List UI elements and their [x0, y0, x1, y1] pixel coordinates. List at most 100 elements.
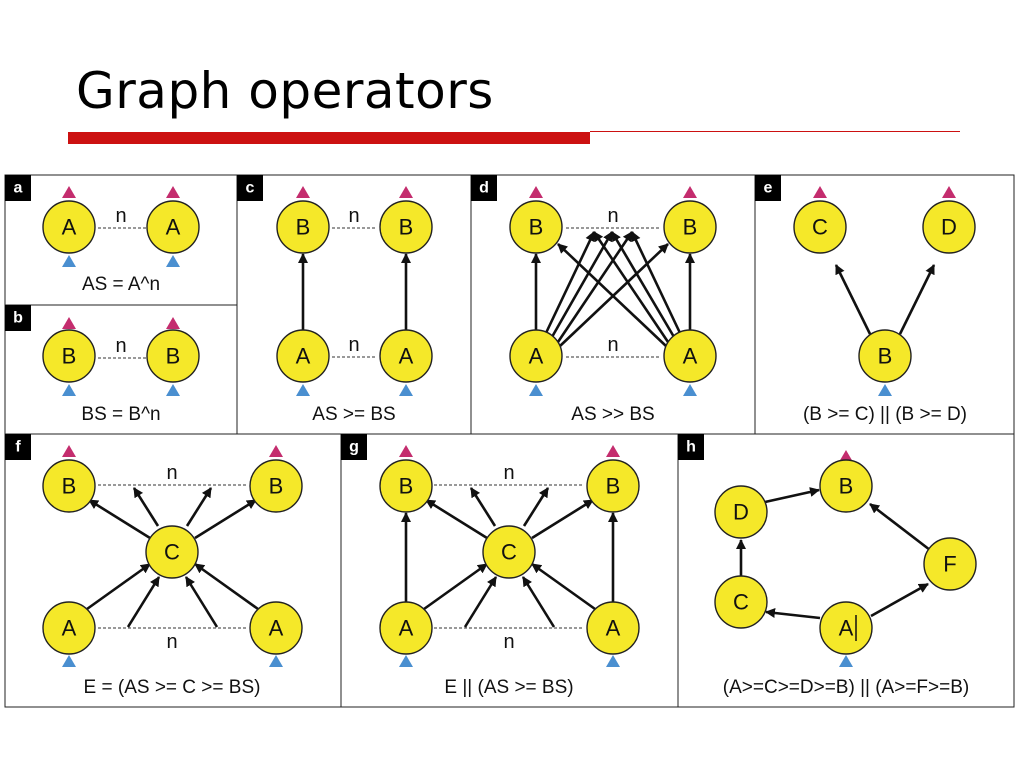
- svg-text:A: A: [269, 616, 284, 641]
- panel-d-node-b1: B: [509, 200, 563, 254]
- svg-text:A: A: [62, 215, 77, 240]
- svg-text:C: C: [164, 540, 180, 565]
- input-marker-icon: [399, 384, 413, 396]
- output-marker-icon: [839, 450, 853, 462]
- svg-text:A: A: [62, 616, 77, 641]
- svg-text:A: A: [606, 616, 621, 641]
- output-marker-icon: [62, 186, 76, 198]
- panel-h-caption: (A>=C>=D>=B) || (A>=F>=B): [723, 677, 969, 698]
- panel-d-caption: AS >> BS: [571, 404, 654, 425]
- edge-arrow: [559, 243, 669, 347]
- edge-arrow: [610, 231, 676, 338]
- svg-text:B: B: [606, 474, 621, 499]
- panel-h-node-f: F: [923, 537, 977, 591]
- svg-text:g: g: [349, 439, 359, 456]
- edge-arrow: [870, 582, 929, 618]
- input-marker-icon: [296, 384, 310, 396]
- edge-arrow: [869, 502, 931, 552]
- svg-text:b: b: [13, 310, 23, 327]
- svg-text:B: B: [399, 474, 414, 499]
- edge-arrow: [126, 576, 161, 628]
- svg-text:A: A: [683, 344, 698, 369]
- output-marker-icon: [269, 445, 283, 457]
- panel-f-node-b2: B: [249, 459, 303, 513]
- edge-arrow: [194, 562, 259, 611]
- panel-c-node-b1: B: [276, 200, 330, 254]
- output-marker-icon: [813, 186, 827, 198]
- panel-h-node-d: D: [714, 485, 768, 539]
- svg-text:C: C: [501, 540, 517, 565]
- panel-h-node-a: A: [819, 601, 873, 655]
- panel-g-node-a2: A: [586, 601, 640, 655]
- panel-d-node-b2: B: [663, 200, 717, 254]
- output-marker-icon: [296, 186, 310, 198]
- panel-b-repeat-label: n: [115, 335, 126, 357]
- panel-g-repeat-label-top: n: [503, 462, 514, 484]
- panel-g-node-b1: B: [379, 459, 433, 513]
- panel-c-repeat-label-top: n: [348, 205, 359, 227]
- input-marker-icon: [878, 384, 892, 396]
- panel-g-repeat-label-bottom: n: [503, 631, 514, 653]
- panel-h-node-c: C: [714, 575, 768, 629]
- panel-e-node-b: B: [858, 329, 912, 383]
- svg-text:c: c: [246, 180, 255, 197]
- panel-g-node-a1: A: [379, 601, 433, 655]
- title-rule-thin: [590, 131, 960, 132]
- panel-g-node-c: C: [482, 525, 536, 579]
- panel-label-h: h: [678, 434, 704, 460]
- input-marker-icon: [839, 655, 853, 667]
- output-marker-icon: [399, 445, 413, 457]
- panel-label-a: a: [5, 175, 31, 201]
- edge-arrow: [521, 576, 556, 628]
- output-marker-icon: [62, 317, 76, 329]
- edge-arrow: [765, 608, 821, 620]
- edge-arrow: [522, 487, 550, 527]
- panel-a-repeat-label: n: [115, 205, 126, 227]
- panel-c-node-a2: A: [379, 329, 433, 383]
- edge-arrow: [592, 231, 670, 343]
- edge-arrow: [630, 231, 682, 334]
- panel-e-node-c: C: [793, 200, 847, 254]
- panel-label-g: g: [341, 434, 367, 460]
- panel-f-node-a2: A: [249, 601, 303, 655]
- panel-g-caption: E || (AS >= BS): [444, 677, 573, 698]
- output-marker-icon: [62, 445, 76, 457]
- edge-arrow: [463, 576, 498, 628]
- panel-c-repeat-label-bottom: n: [348, 334, 359, 356]
- panel-label-d: d: [471, 175, 497, 201]
- edge-arrow: [550, 231, 614, 338]
- panel-a-node-1: A: [42, 200, 96, 254]
- panel-f-repeat-label-bottom: n: [166, 631, 177, 653]
- panel-d-node-a2: A: [663, 329, 717, 383]
- edge-arrow: [531, 498, 594, 540]
- svg-text:a: a: [14, 180, 23, 197]
- svg-text:C: C: [733, 590, 749, 615]
- panel-label-b: b: [5, 305, 31, 331]
- panel-c-caption: AS >= BS: [312, 404, 395, 425]
- svg-text:B: B: [683, 215, 698, 240]
- output-marker-icon: [399, 186, 413, 198]
- svg-text:B: B: [296, 215, 311, 240]
- svg-text:A: A: [399, 616, 414, 641]
- slide-title: Graph operators: [76, 62, 494, 120]
- input-marker-icon: [62, 384, 76, 396]
- panel-f-node-b1: B: [42, 459, 96, 513]
- edge-arrow: [544, 231, 596, 334]
- edge-arrow: [557, 243, 667, 347]
- panel-c-node-a1: A: [276, 329, 330, 383]
- panel-d-repeat-label-top: n: [607, 205, 618, 227]
- panel-e-caption: (B >= C) || (B >= D): [803, 404, 967, 425]
- panel-c-node-b2: B: [379, 200, 433, 254]
- panel-d-node-a1: A: [509, 329, 563, 383]
- svg-text:B: B: [399, 215, 414, 240]
- svg-text:B: B: [839, 474, 854, 499]
- edge-arrow: [425, 498, 488, 540]
- panel-d-repeat-label-bottom: n: [607, 334, 618, 356]
- panel-h-node-b: B: [819, 459, 873, 513]
- panel-a-caption: AS = A^n: [82, 274, 160, 295]
- edge-arrow: [185, 487, 213, 527]
- panel-g-node-b2: B: [586, 459, 640, 513]
- input-marker-icon: [62, 655, 76, 667]
- panel-f-node-a1: A: [42, 601, 96, 655]
